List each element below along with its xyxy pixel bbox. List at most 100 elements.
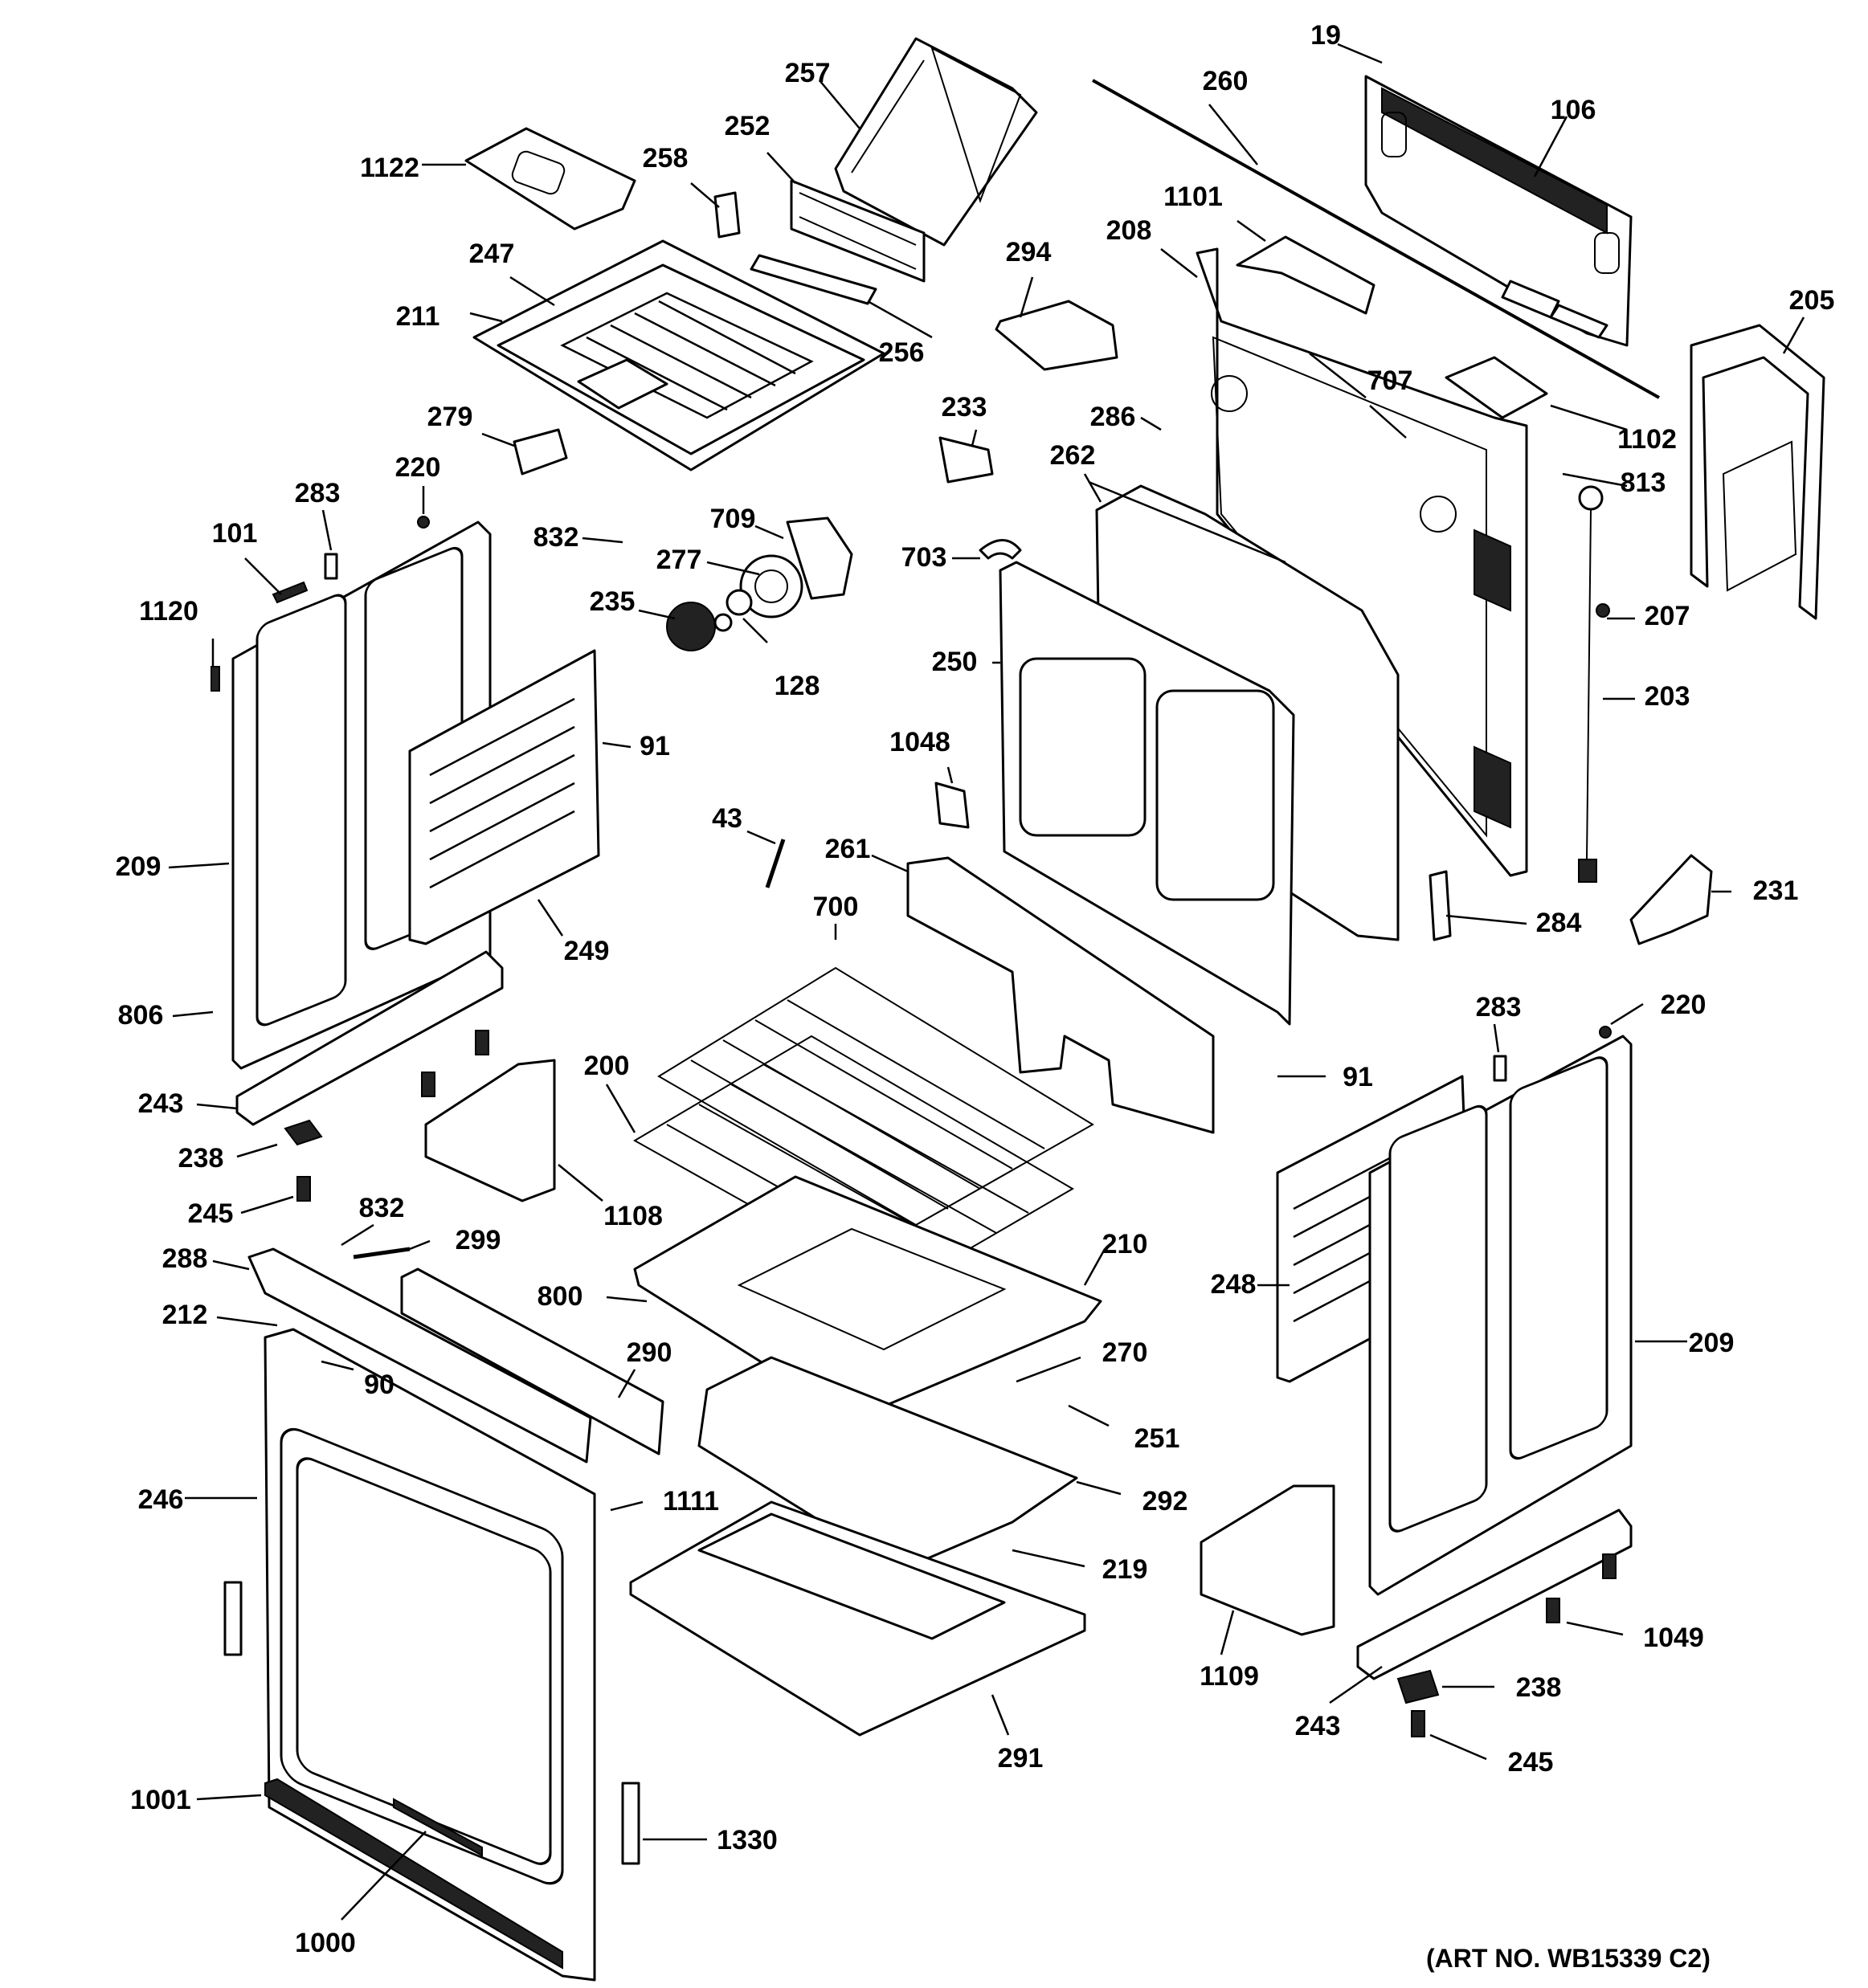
callout-800: 800 (538, 1281, 583, 1312)
callout-212: 212 (162, 1300, 208, 1330)
part-210-oven-bottom (633, 1175, 1102, 1415)
callout-245-right: 245 (1508, 1747, 1554, 1778)
callout-203: 203 (1645, 681, 1690, 712)
callout-1001: 1001 (130, 1785, 191, 1815)
callout-91-left: 91 (640, 731, 670, 761)
part-101-bracket (272, 581, 309, 604)
part-257-duct (834, 37, 1038, 247)
callout-235: 235 (590, 586, 636, 617)
callout-1000: 1000 (295, 1928, 356, 1958)
callout-707: 707 (1367, 365, 1413, 396)
part-231-bracket (1629, 854, 1713, 945)
part-260-rod (1092, 79, 1660, 399)
part-leg-stud-a (421, 1072, 435, 1097)
callout-231: 231 (1753, 876, 1799, 906)
part-245-leg (296, 1176, 311, 1202)
part-247-cooktop (472, 239, 885, 471)
callout-290: 290 (627, 1337, 672, 1368)
part-leg-stud-right (1602, 1553, 1617, 1579)
callout-219: 219 (1102, 1554, 1148, 1585)
part-219-shield (697, 1512, 1006, 1640)
callout-291: 291 (998, 1743, 1044, 1774)
callout-283-top: 283 (295, 478, 341, 508)
callout-209-right: 209 (1689, 1328, 1735, 1358)
callout-250: 250 (932, 647, 978, 677)
part-1102-bracket (1445, 356, 1548, 419)
part-203-cord (1578, 485, 1610, 883)
callout-262: 262 (1050, 440, 1096, 471)
callout-806: 806 (118, 1000, 164, 1031)
callout-248: 248 (1211, 1269, 1257, 1300)
callout-277: 277 (656, 545, 702, 575)
part-261-insulation (906, 856, 1215, 1134)
callout-1111: 1111 (663, 1486, 719, 1517)
part-43-pin (765, 839, 786, 888)
callout-233: 233 (942, 392, 987, 423)
part-703-clip (979, 539, 1022, 560)
callout-813: 813 (1621, 467, 1666, 498)
part-252-trim (790, 179, 926, 283)
part-279-igniter (513, 428, 568, 476)
callout-283-right: 283 (1476, 992, 1522, 1023)
callout-1102: 1102 (1617, 424, 1677, 455)
callout-832-top: 832 (533, 522, 579, 553)
callout-1330: 1330 (717, 1825, 778, 1855)
callout-709: 709 (710, 504, 756, 534)
part-1108-shield (424, 1059, 556, 1202)
callout-700: 700 (813, 892, 859, 922)
part-209-right-side-panel (1368, 1035, 1633, 1596)
callout-1120: 1120 (139, 596, 198, 627)
callout-220-top: 220 (395, 452, 441, 483)
part-243-base-rail-right (1356, 1508, 1633, 1680)
callout-220-right: 220 (1661, 990, 1707, 1020)
callout-238-left: 238 (178, 1143, 224, 1174)
part-238-leveler (284, 1119, 323, 1146)
part-208-back-frame (1196, 247, 1528, 877)
part-299-spring (353, 1247, 411, 1259)
callout-243-left: 243 (138, 1088, 184, 1119)
callout-1101: 1101 (1163, 182, 1223, 212)
part-292-heat-shield (697, 1356, 1078, 1572)
callout-1048: 1048 (889, 727, 950, 757)
callout-1108: 1108 (603, 1201, 663, 1231)
callout-200: 200 (584, 1051, 630, 1081)
part-220-screw-right (1599, 1026, 1612, 1039)
callout-211: 211 (396, 301, 440, 332)
callout-128: 128 (775, 671, 820, 701)
callout-247: 247 (469, 239, 515, 269)
part-1049-leg (1546, 1598, 1560, 1623)
callout-832-bottom: 832 (359, 1193, 405, 1223)
callout-208: 208 (1106, 215, 1152, 246)
part-1048-clip (934, 782, 970, 829)
part-250-oven-liner (999, 561, 1295, 1026)
part-283-bracket (324, 553, 338, 580)
part-249-rack-support (408, 649, 600, 945)
callout-209-left: 209 (116, 851, 161, 882)
part-106-panel (1364, 75, 1633, 347)
callout-245-left: 245 (188, 1198, 234, 1229)
callout-238-right: 238 (1516, 1672, 1562, 1703)
part-fan-assembly (666, 516, 853, 651)
callout-90: 90 (364, 1370, 394, 1400)
part-220-screw (417, 516, 430, 529)
part-245-leg-right (1411, 1710, 1425, 1737)
callout-210: 210 (1102, 1229, 1148, 1259)
callout-284: 284 (1536, 908, 1582, 938)
part-leg-stud-b (475, 1030, 489, 1055)
callout-207: 207 (1645, 601, 1690, 631)
part-246-front-frame (247, 1247, 596, 1982)
callout-292: 292 (1142, 1486, 1188, 1517)
callout-19: 19 (1310, 20, 1341, 51)
callout-1122: 1122 (360, 153, 419, 183)
callout-43: 43 (712, 803, 742, 834)
callout-1049: 1049 (1643, 1623, 1704, 1653)
part-243-base-rail (235, 950, 504, 1126)
part-205-side-trim (1690, 324, 1825, 620)
callout-101: 101 (212, 518, 258, 549)
part-283-bracket-right (1493, 1055, 1507, 1082)
callout-249: 249 (564, 936, 610, 966)
callout-288: 288 (162, 1243, 208, 1274)
part-1122-plate (464, 127, 636, 231)
leader-lines (168, 43, 1805, 1921)
